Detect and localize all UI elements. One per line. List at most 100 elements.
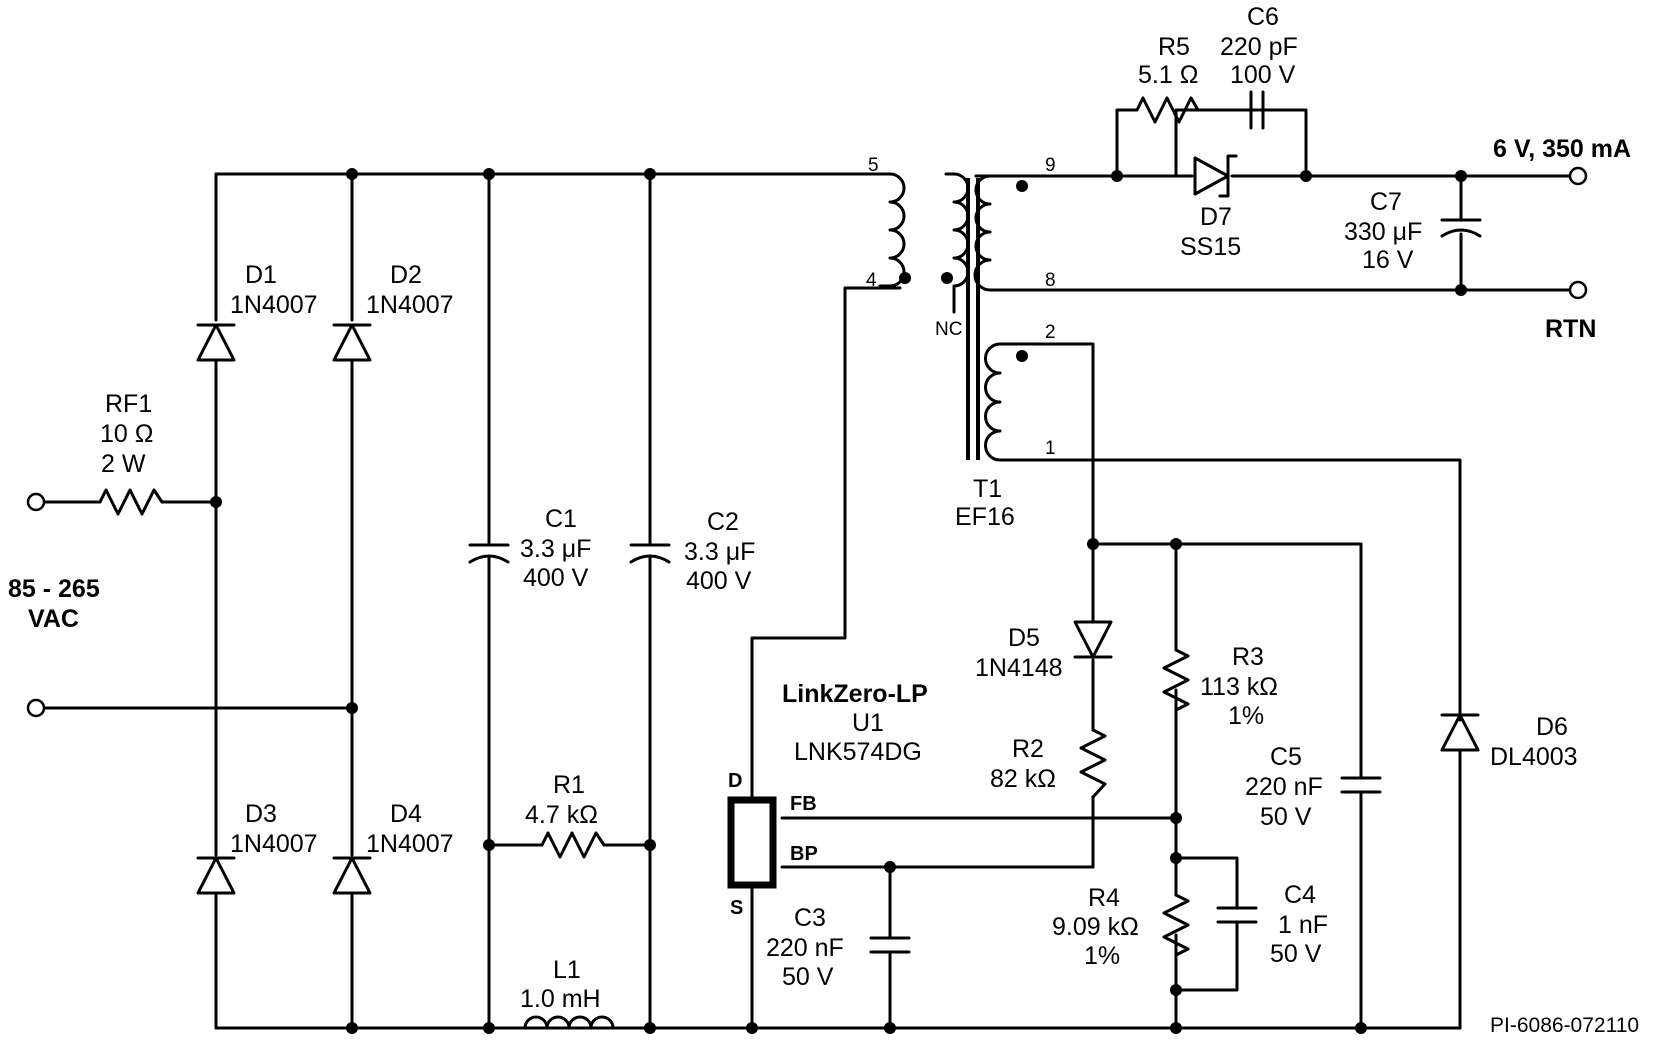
d3-value: 1N4007	[230, 830, 318, 858]
c6-rating: 100 V	[1230, 61, 1296, 89]
d5-ref: D5	[1008, 624, 1040, 652]
d3-diode	[196, 856, 236, 895]
c3-ref: C3	[794, 904, 826, 932]
rf1-rating: 2 W	[101, 450, 146, 478]
u1-ic	[727, 796, 777, 889]
c2-value: 3.3 μF	[684, 538, 755, 566]
r3-ref: R3	[1232, 643, 1264, 671]
output-rating: 6 V, 350 mA	[1493, 135, 1631, 163]
t1-pin-9: 9	[1045, 155, 1056, 176]
d1-diode	[196, 323, 236, 362]
ic-family: LinkZero-LP	[782, 680, 928, 708]
c6-value: 220 pF	[1220, 33, 1298, 61]
r1-ref: R1	[553, 771, 585, 799]
d2-value: 1N4007	[366, 291, 454, 319]
drawing-id: PI-6086-072110	[1490, 1014, 1639, 1037]
ic-ref: U1	[852, 709, 884, 737]
c1-rating: 400 V	[523, 564, 589, 592]
ic-pin-fb: FB	[790, 793, 817, 815]
d7-value: SS15	[1180, 233, 1241, 261]
t1-core: EF16	[955, 503, 1015, 531]
r3-resistor	[1162, 648, 1190, 712]
d7-ref: D7	[1200, 203, 1232, 231]
ic-part: LNK574DG	[794, 738, 922, 766]
r2-value: 82 kΩ	[990, 765, 1056, 793]
d6-diode	[1440, 713, 1480, 752]
c3-rating: 50 V	[782, 963, 834, 991]
c7-rating: 16 V	[1362, 246, 1414, 274]
input-voltage-line1: 85 - 265	[8, 575, 100, 603]
c6-ref: C6	[1247, 3, 1279, 31]
d2-ref: D2	[390, 261, 422, 289]
c7-ref: C7	[1370, 188, 1402, 216]
r4-resistor	[1162, 893, 1190, 957]
d7-diode	[1193, 154, 1238, 198]
d1-ref: D1	[245, 261, 277, 289]
r3-value: 113 kΩ	[1200, 673, 1278, 701]
terminals	[26, 166, 1588, 718]
r2-ref: R2	[1012, 735, 1044, 763]
d4-diode	[332, 856, 372, 895]
l1-inductor	[523, 1015, 615, 1030]
c7-capacitor	[1440, 218, 1482, 238]
wires	[40, 108, 1573, 1030]
ic-pin-s: S	[730, 897, 743, 919]
rf1-resistor	[98, 488, 164, 516]
t1-transformer	[878, 172, 1028, 462]
t1-pin-1: 1	[1045, 438, 1056, 459]
t1-nc: NC	[935, 319, 962, 340]
c6-capacitor	[1196, 90, 1265, 130]
c1-value: 3.3 μF	[520, 535, 591, 563]
c5-ref: C5	[1270, 743, 1302, 771]
output-rtn: RTN	[1545, 315, 1596, 343]
c4-value: 1 nF	[1278, 911, 1328, 939]
t1-pin-2: 2	[1045, 322, 1056, 343]
t1-pin-4: 4	[866, 270, 877, 291]
c1-capacitor	[468, 543, 510, 564]
junctions	[210, 168, 1467, 1034]
rf1-ref: RF1	[105, 390, 152, 418]
input-voltage-line2: VAC	[28, 605, 79, 633]
c5-capacitor	[1340, 776, 1382, 794]
r4-tolerance: 1%	[1084, 942, 1120, 970]
t1-ref: T1	[973, 475, 1002, 503]
r2-resistor	[1079, 728, 1107, 799]
r1-resistor	[540, 831, 606, 859]
c4-capacitor	[1216, 906, 1258, 924]
c7-value: 330 μF	[1344, 218, 1422, 246]
r5-resistor	[1115, 96, 1200, 178]
c2-rating: 400 V	[686, 567, 752, 595]
r4-ref: R4	[1088, 884, 1120, 912]
r1-value: 4.7 kΩ	[525, 801, 598, 829]
d5-value: 1N4148	[975, 654, 1063, 682]
l1-ref: L1	[553, 956, 581, 984]
d4-value: 1N4007	[366, 830, 454, 858]
l1-value: 1.0 mH	[520, 985, 601, 1013]
rf1-value: 10 Ω	[100, 420, 153, 448]
r4-value: 9.09 kΩ	[1052, 913, 1139, 941]
c4-ref: C4	[1284, 881, 1316, 909]
ic-pin-bp: BP	[790, 843, 818, 865]
d2-diode	[332, 323, 372, 362]
c5-rating: 50 V	[1260, 803, 1312, 831]
c3-value: 220 nF	[766, 934, 844, 962]
d6-ref: D6	[1536, 713, 1568, 741]
t1-pin-8: 8	[1045, 270, 1056, 291]
c3-capacitor	[869, 936, 911, 954]
r3-tolerance: 1%	[1228, 702, 1264, 730]
c4-rating: 50 V	[1270, 940, 1322, 968]
c1-ref: C1	[545, 505, 577, 533]
d5-diode	[1073, 620, 1113, 659]
ic-pin-d: D	[728, 770, 742, 792]
c2-capacitor	[629, 543, 671, 564]
d1-value: 1N4007	[230, 291, 318, 319]
d4-ref: D4	[390, 800, 422, 828]
c2-ref: C2	[707, 508, 739, 536]
d6-value: DL4003	[1490, 743, 1578, 771]
d3-ref: D3	[245, 800, 277, 828]
r5-value: 5.1 Ω	[1138, 61, 1198, 89]
t1-pin-5: 5	[868, 155, 879, 176]
r5-ref: R5	[1158, 33, 1190, 61]
c5-value: 220 nF	[1245, 773, 1323, 801]
